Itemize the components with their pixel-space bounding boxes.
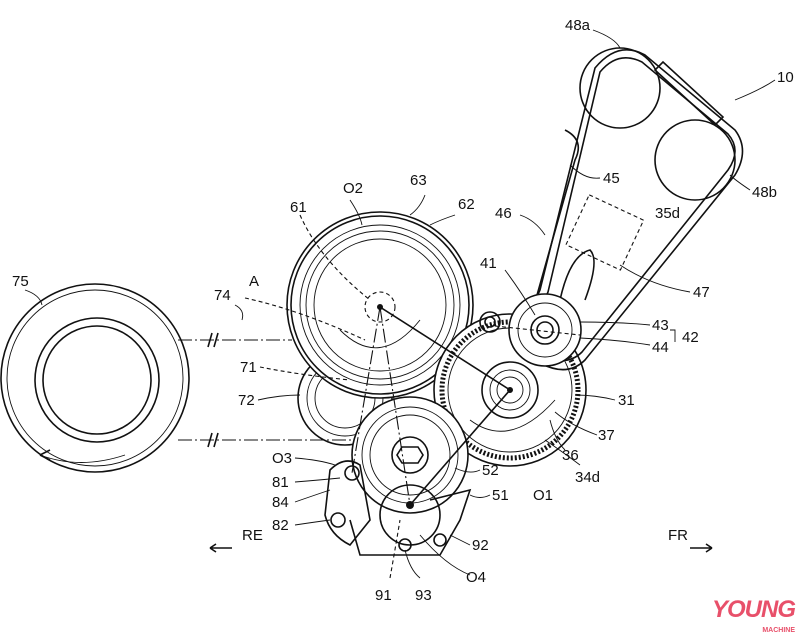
pulley-51: [351, 396, 469, 514]
label-62: 62: [458, 196, 475, 213]
label-41: 41: [480, 255, 497, 272]
label-72: 72: [238, 392, 255, 409]
label-47: 47: [693, 284, 710, 301]
belt-assembly: [479, 47, 744, 371]
label-92: 92: [472, 537, 489, 554]
line-O2-O4: [379, 306, 411, 506]
label-52: 52: [482, 462, 499, 479]
label-42: 42: [682, 329, 699, 346]
rear-wheel-75: [0, 283, 190, 473]
label-35d: 35d: [655, 205, 680, 222]
label-81: 81: [272, 474, 289, 491]
label-O4: O4: [466, 569, 486, 586]
label-O1: O1: [533, 487, 553, 504]
label-37: 37: [598, 427, 615, 444]
watermark-main: YOUNG: [712, 596, 796, 623]
label-48b: 48b: [752, 184, 777, 201]
label-O3: O3: [272, 450, 292, 467]
label-74: 74: [214, 287, 231, 304]
label-O2: O2: [343, 180, 363, 197]
line-O1-O4: [409, 389, 511, 506]
rear-arrow-icon: [209, 543, 232, 553]
label-rear: RE: [242, 527, 263, 544]
watermark-sub: MACHINE: [762, 627, 796, 634]
label-45: 45: [603, 170, 620, 187]
label-44: 44: [652, 339, 669, 356]
reference-labels: 10 48a 48b 45 35d 46 47 41 43 44 42 31 3…: [12, 17, 794, 604]
pulley-62: [286, 211, 474, 399]
label-51: 51: [492, 487, 509, 504]
front-arrow-icon: [690, 543, 713, 553]
line-O2-O1: [379, 306, 511, 391]
label-93: 93: [415, 587, 432, 604]
label-61: 61: [290, 199, 307, 216]
label-31: 31: [618, 392, 635, 409]
label-84: 84: [272, 494, 289, 511]
label-63: 63: [410, 172, 427, 189]
bracket-81: [324, 460, 472, 556]
label-48a: 48a: [565, 17, 591, 34]
label-10: 10: [777, 69, 794, 86]
label-A: A: [249, 273, 259, 290]
line-O2-O3: [351, 306, 381, 474]
label-36: 36: [562, 447, 579, 464]
label-91: 91: [375, 587, 392, 604]
label-75: 75: [12, 273, 29, 290]
label-front: FR: [668, 527, 688, 544]
label-71: 71: [240, 359, 257, 376]
label-34d: 34d: [575, 469, 600, 486]
label-82: 82: [272, 517, 289, 534]
label-43: 43: [652, 317, 669, 334]
label-46: 46: [495, 205, 512, 222]
watermark-logo: YOUNG MACHINE: [712, 596, 796, 635]
